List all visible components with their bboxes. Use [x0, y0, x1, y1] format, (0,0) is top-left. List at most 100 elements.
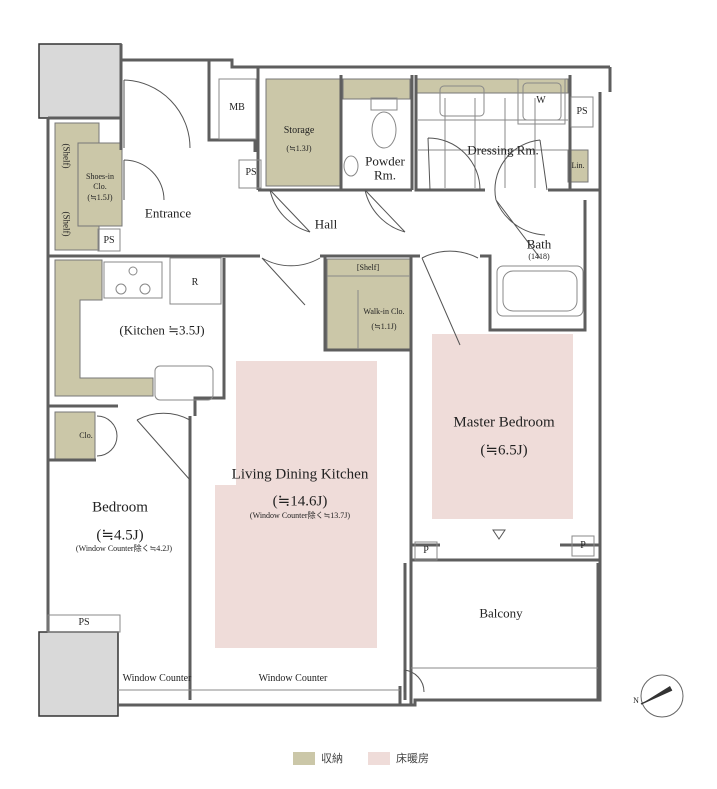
shoes-inner-fill — [77, 142, 123, 227]
shelf-top-label: (Shelf) — [61, 143, 72, 169]
ldk-area: (≒14.6J) — [272, 493, 328, 510]
column-bottom-left — [38, 631, 119, 717]
ps-shoes-label: PS — [103, 235, 115, 246]
p-left-label: P — [423, 545, 429, 556]
ldk-wall — [193, 258, 413, 705]
master-door — [421, 250, 479, 346]
bedroom-closet-fill — [54, 411, 96, 460]
bedroom-door — [136, 412, 191, 481]
bath-label: Bath — [526, 236, 552, 252]
ps-top-right-label: PS — [576, 106, 588, 117]
storage-area-label: (≒1.3J) — [286, 144, 312, 153]
p-right-label: P — [580, 540, 586, 551]
linen-fill — [567, 149, 589, 183]
bath-size-label: (1418) — [528, 252, 550, 261]
wic-shelf-line — [327, 275, 410, 349]
wic-area-label: (≒1.1J) — [371, 322, 397, 331]
ps-bottom-label: PS — [78, 617, 90, 628]
kitchen-sink — [154, 365, 214, 401]
dressing-counter-fill — [415, 78, 569, 94]
storage-room-fill — [265, 78, 341, 187]
master-bedroom-area: (≒6.5J) — [480, 442, 528, 459]
hall-wall — [48, 200, 587, 332]
bedroom-note: (Window Counter除く≒4.2J) — [75, 544, 173, 553]
wic-wall — [323, 256, 413, 352]
powder-toilet-tank — [370, 97, 398, 111]
powder-door — [364, 189, 406, 233]
dressing-door — [427, 137, 481, 191]
ps-entrance-box — [238, 159, 262, 189]
linen-label: Lin. — [571, 161, 585, 170]
structural-columns — [38, 43, 122, 717]
storage-areas — [54, 78, 589, 460]
compass-icon — [640, 674, 684, 718]
bedroom-wall — [48, 404, 192, 700]
legend-storage-swatch — [293, 751, 315, 765]
floor-heating-ldk — [215, 361, 377, 648]
outer-wall — [46, 44, 612, 707]
legend-storage: 収納 — [293, 750, 343, 766]
legend-floor-heating-swatch — [368, 751, 390, 765]
bath-box — [496, 265, 584, 317]
p-left-box — [414, 541, 438, 561]
kitchen-label: (Kitchen ≒3.5J) — [119, 322, 205, 338]
dressing-sink — [439, 85, 485, 117]
bath-tub — [502, 270, 578, 312]
shelf-bottom-label: (Shelf) — [61, 211, 72, 237]
shoes-door — [123, 159, 165, 201]
balcony-rail — [403, 563, 600, 700]
legend-storage-label: 収納 — [321, 753, 343, 765]
dressing-label: Dressing Rm. — [467, 142, 539, 158]
bedroom-label: Bedroom — [92, 499, 148, 516]
wic-label: Walk-in Clo. — [363, 307, 405, 316]
arrow-down-icon — [492, 529, 506, 540]
entrance-label: Entrance — [144, 205, 192, 221]
balcony-label: Balcony — [479, 605, 523, 621]
entrance-wall — [119, 60, 257, 152]
ps-top-right-box — [570, 96, 594, 128]
legend-floor-heating-label: 床暖房 — [396, 753, 429, 765]
bath-door — [495, 199, 546, 259]
wic-fill — [326, 258, 411, 350]
balcony-door — [403, 669, 425, 693]
details — [47, 78, 598, 691]
ps-shoes-box — [97, 228, 121, 252]
window-counter-ldk-label: Window Counter — [258, 673, 328, 684]
fridge-box — [169, 257, 222, 305]
entrance-door — [123, 79, 191, 149]
legend-floor-heating: 床暖房 — [368, 750, 429, 766]
storage-label: Storage — [283, 125, 315, 136]
powder-label-2: Rm. — [373, 167, 397, 183]
bedroom-area: (≒4.5J) — [96, 527, 144, 544]
floor-heating-master — [432, 334, 573, 519]
ldk-note: (Window Counter除く≒13.7J) — [249, 511, 351, 520]
hall-label: Hall — [314, 216, 338, 232]
ps-entrance-label: PS — [245, 167, 257, 178]
washer-label: W — [536, 95, 546, 106]
doors — [96, 79, 548, 693]
dressing-grid — [418, 98, 568, 188]
storage-wall — [256, 67, 414, 192]
hall-ldk-door — [261, 257, 321, 306]
window-counter-bedroom-label: Window Counter — [122, 673, 192, 684]
storage-door — [269, 189, 311, 233]
walls — [46, 44, 612, 707]
master-bedroom-label: Master Bedroom — [453, 414, 555, 431]
washer-box — [517, 78, 566, 125]
floor-heating-areas — [215, 334, 573, 648]
column-top-left — [38, 43, 122, 119]
powder-label-1: Powder — [365, 153, 405, 169]
mb-box — [218, 78, 257, 140]
shoes-area-label: (≒1.5J) — [87, 193, 113, 202]
p-right-box — [571, 535, 595, 557]
powder-toilet-bowl — [371, 111, 397, 149]
mb-label: MB — [229, 102, 245, 113]
powder-basin — [343, 155, 359, 177]
wic-shelf-label: [Shelf] — [356, 263, 380, 272]
dressing-door-2 — [494, 139, 548, 201]
ldk-label: Living Dining Kitchen — [231, 466, 369, 483]
master-wall — [411, 543, 600, 562]
shoes-label-1: Shoes-in — [86, 172, 114, 181]
compass-north-label: N — [633, 696, 639, 705]
